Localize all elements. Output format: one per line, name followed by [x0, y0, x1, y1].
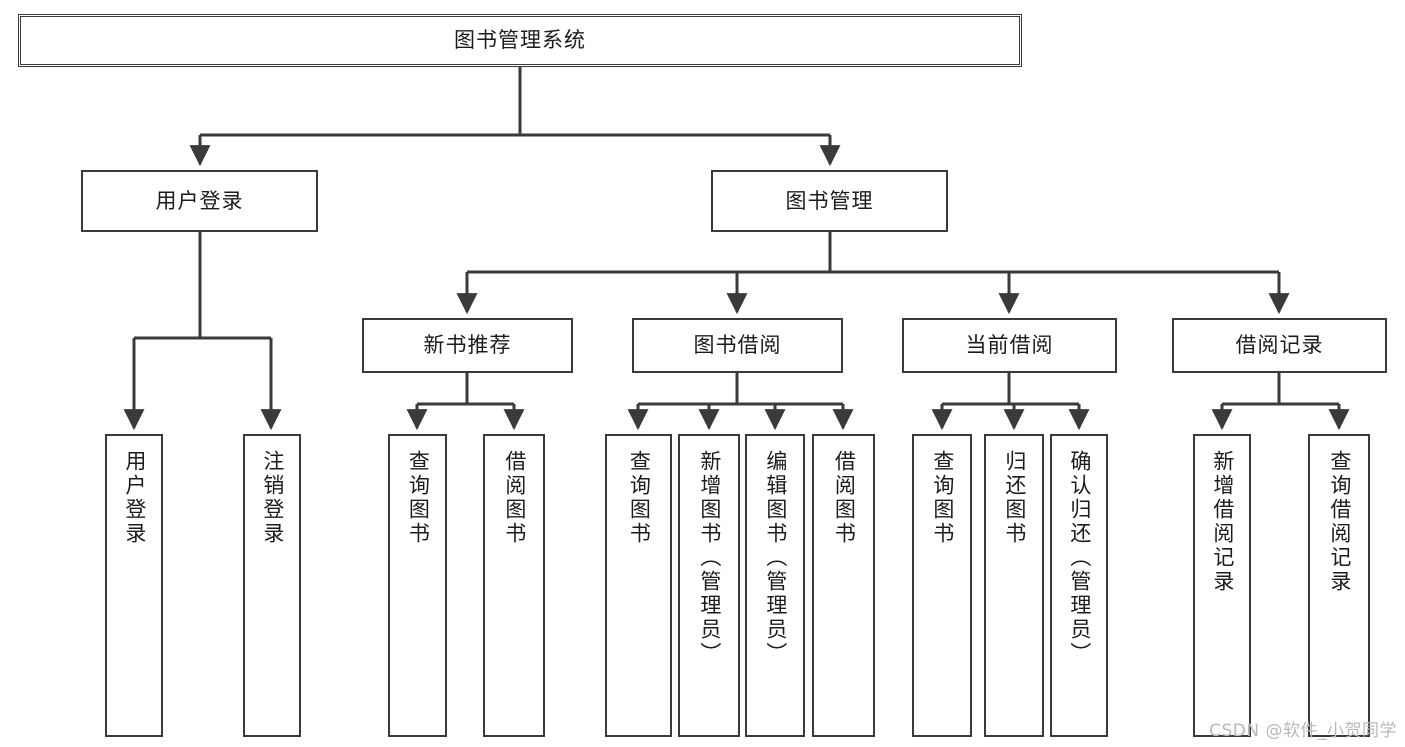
node-leaf-bw-edit[interactable]: 编辑图书（管理员）	[745, 434, 805, 737]
node-label-leaf-user-logout: 注销登录	[260, 450, 285, 546]
node-label-login: 用户登录	[155, 188, 244, 213]
node-leaf-cur-query[interactable]: 查询图书	[912, 434, 972, 737]
node-borrow[interactable]: 图书借阅	[632, 318, 843, 373]
node-label-bookmgmt: 图书管理	[785, 188, 874, 213]
node-newbook[interactable]: 新书推荐	[362, 318, 573, 373]
node-label-root: 图书管理系统	[454, 28, 586, 53]
node-leaf-rec-add[interactable]: 新增借阅记录	[1193, 434, 1251, 737]
node-current[interactable]: 当前借阅	[902, 318, 1117, 373]
node-leaf-nb-borrow[interactable]: 借阅图书	[483, 434, 545, 737]
node-label-records: 借阅记录	[1235, 333, 1324, 358]
node-label-leaf-cur-return: 归还图书	[1002, 450, 1027, 546]
node-leaf-bw-borrow[interactable]: 借阅图书	[812, 434, 875, 737]
node-login[interactable]: 用户登录	[81, 170, 318, 232]
node-leaf-bw-query[interactable]: 查询图书	[605, 434, 672, 737]
node-records[interactable]: 借阅记录	[1172, 318, 1387, 373]
node-label-current: 当前借阅	[965, 333, 1054, 358]
node-leaf-cur-confirm[interactable]: 确认归还（管理员）	[1050, 434, 1108, 737]
node-label-leaf-bw-query: 查询图书	[627, 450, 652, 546]
node-leaf-bw-add[interactable]: 新增图书（管理员）	[678, 434, 740, 737]
node-leaf-cur-return[interactable]: 归还图书	[984, 434, 1044, 737]
node-leaf-nb-query[interactable]: 查询图书	[388, 434, 447, 737]
node-label-leaf-rec-add: 新增借阅记录	[1210, 450, 1235, 594]
node-label-leaf-cur-confirm: 确认归还（管理员）	[1067, 450, 1092, 666]
node-label-leaf-bw-add: 新增图书（管理员）	[697, 450, 722, 666]
node-label-leaf-user-login: 用户登录	[122, 450, 147, 546]
node-label-leaf-nb-query: 查询图书	[406, 450, 431, 546]
node-leaf-user-logout[interactable]: 注销登录	[243, 434, 301, 737]
node-label-leaf-bw-borrow: 借阅图书	[832, 450, 857, 546]
node-label-borrow: 图书借阅	[693, 333, 782, 358]
watermark: CSDN @软件_小贺同学	[1209, 721, 1397, 741]
node-bookmgmt[interactable]: 图书管理	[711, 170, 948, 232]
node-leaf-user-login[interactable]: 用户登录	[105, 434, 163, 737]
node-leaf-rec-query[interactable]: 查询借阅记录	[1308, 434, 1370, 737]
node-label-leaf-bw-edit: 编辑图书（管理员）	[763, 450, 788, 666]
node-label-leaf-nb-borrow: 借阅图书	[502, 450, 527, 546]
node-label-newbook: 新书推荐	[423, 333, 512, 358]
node-label-leaf-rec-query: 查询借阅记录	[1327, 450, 1352, 594]
node-root[interactable]: 图书管理系统	[18, 14, 1022, 67]
node-label-leaf-cur-query: 查询图书	[930, 450, 955, 546]
